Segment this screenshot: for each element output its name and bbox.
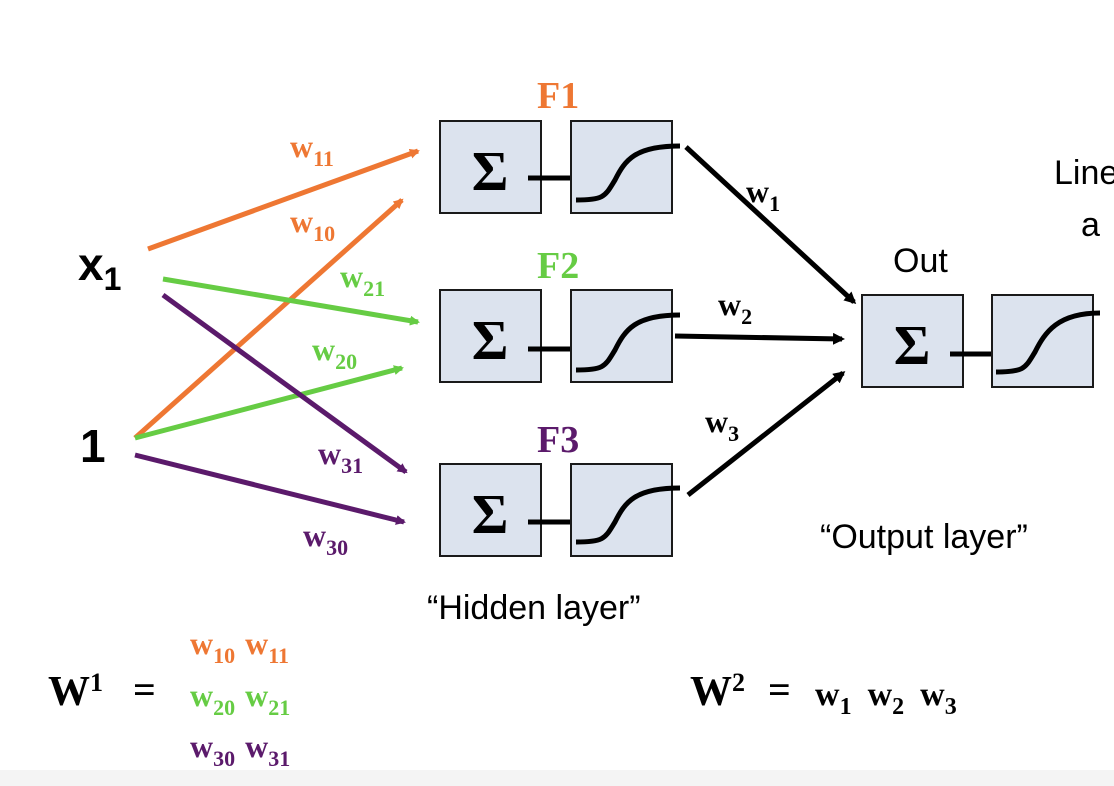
edge-w3 (686, 371, 846, 497)
weight-w1-label: w1 (746, 173, 780, 216)
edge-w1 (684, 145, 857, 305)
linear-label-partial: Line (1054, 154, 1114, 192)
weight-w10-label: w10 (290, 203, 335, 246)
bottom-edge-band (0, 770, 1114, 786)
weight-w21-label: w21 (340, 258, 385, 301)
output-neuron: Out Σ (861, 242, 1101, 388)
weight-w20-label: w20 (312, 331, 357, 374)
input-x1: x1 (78, 238, 121, 297)
weight-w30-label: w30 (303, 517, 348, 560)
hidden-neuron-f1: F1 Σ (439, 75, 681, 214)
neuron-f1-label: F1 (537, 75, 579, 117)
sum-node-out (861, 294, 964, 388)
activation-label-partial: a (1081, 206, 1100, 244)
summation-icon: Σ (472, 310, 509, 372)
input-bias: 1 (80, 420, 106, 472)
sum-node-f2 (439, 289, 542, 383)
w1-symbol: W1 (48, 668, 103, 715)
weight-w3-label: w3 (705, 403, 739, 446)
edge-w21 (162, 276, 420, 326)
neuron-f2-label: F2 (537, 245, 579, 287)
w2-equals: = (768, 667, 791, 712)
w2-symbol: W2 (690, 668, 745, 715)
w1-equals: = (133, 667, 156, 712)
weight-w2-label: w2 (718, 286, 752, 329)
edge-w30 (134, 452, 406, 525)
summation-icon: Σ (472, 484, 509, 546)
sigmoid-activation-icon (575, 312, 681, 373)
hidden-neuron-f2: F2 Σ (439, 245, 681, 383)
edge-w2 (674, 332, 845, 345)
output-layer-caption: “Output layer” (820, 518, 1028, 556)
neuron-out-label: Out (893, 242, 948, 280)
sigmoid-activation-icon (575, 143, 681, 203)
sigmoid-activation-icon (575, 485, 681, 545)
weight-w31-label: w31 (318, 435, 363, 478)
neuron-f3-label: F3 (537, 419, 579, 461)
sigmoid-activation-icon (995, 310, 1101, 375)
hidden-neuron-f3: F3 Σ (439, 419, 681, 557)
weight-w11-label: w11 (290, 128, 334, 171)
edge-w31 (161, 292, 408, 475)
sum-node-f3 (439, 463, 542, 557)
edge-w20 (134, 365, 404, 441)
edge-w10 (133, 198, 404, 440)
summation-icon: Σ (894, 315, 931, 377)
hidden-layer-caption: “Hidden layer” (427, 589, 641, 627)
summation-icon: Σ (472, 141, 509, 203)
edge-w11 (147, 148, 420, 252)
sum-node-f1 (439, 120, 542, 214)
